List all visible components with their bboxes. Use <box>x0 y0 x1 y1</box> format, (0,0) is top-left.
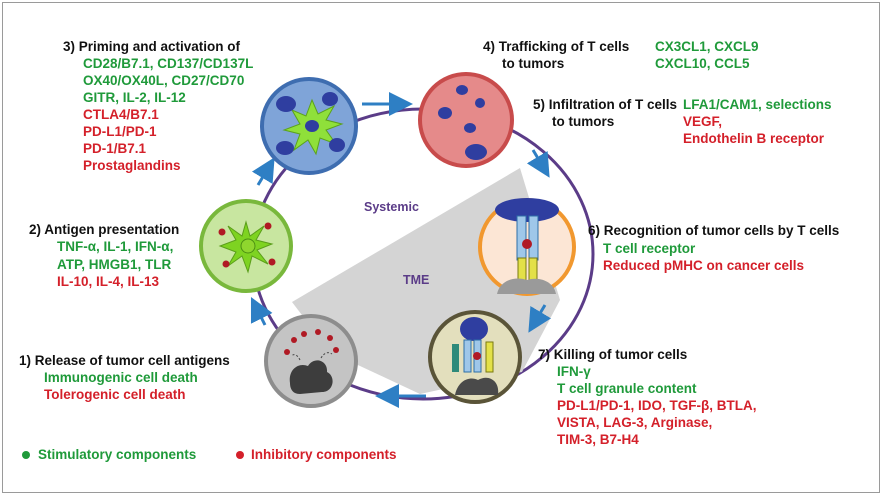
step-5-title-2: to tumors <box>552 114 615 129</box>
step-3-stim-3: GITR, IL-2, IL-12 <box>83 90 186 105</box>
arrow-1-to-2 <box>250 296 273 326</box>
circle-2-dendritic-cell <box>199 199 293 293</box>
arrow-2-to-3 <box>251 157 275 186</box>
step-4-stim-1: CX3CL1, CXCL9 <box>655 39 759 54</box>
circle-6-recognition <box>478 198 576 296</box>
step-7-stim-2: T cell granule content <box>557 381 697 396</box>
step-4-stim-2: CXCL10, CCL5 <box>655 56 750 71</box>
step-2-inhib-1: IL-10, IL-4, IL-13 <box>57 274 160 289</box>
step-3-inhib-4: Prostaglandins <box>83 158 181 173</box>
step-5-inhib-1: VEGF, <box>683 114 723 129</box>
systemic-label: Systemic <box>364 200 419 214</box>
arrow-4-to-5 <box>526 149 550 178</box>
step-3-inhib-1: CTLA4/B7.1 <box>83 107 159 122</box>
step-5-title: 5) Infiltration of T cells <box>533 97 678 112</box>
step-5-inhib-2: Endothelin B receptor <box>683 131 825 146</box>
step-6-stim-1: T cell receptor <box>603 241 696 256</box>
step-3-inhib-3: PD-1/B7.1 <box>83 141 147 156</box>
step-4-title-2: to tumors <box>502 56 565 71</box>
step-7-inhib-1: PD-L1/PD-1, IDO, TGF-β, BTLA, <box>557 398 757 413</box>
step-1-stim-1: Immunogenic cell death <box>44 370 198 385</box>
cycle-arrows <box>250 92 552 408</box>
step-7-stim-1: IFN-γ <box>557 364 591 379</box>
step-4-title: 4) Trafficking of T cells <box>483 39 630 54</box>
circle-1-tumor-release <box>264 314 358 408</box>
inhibitory-dot-icon <box>236 451 244 459</box>
arrow-6-to-7 <box>528 304 552 333</box>
stimulatory-dot-icon <box>22 451 30 459</box>
step-2-stim-1: TNF-α, IL-1, IFN-α, <box>57 239 174 254</box>
step-1-inhib-1: Tolerogenic cell death <box>44 387 186 402</box>
circle-4-vessel <box>418 72 514 168</box>
step-7-inhib-3: TIM-3, B7-H4 <box>557 432 639 447</box>
step-5-stim-1: LFA1/CAM1, selections <box>683 97 832 112</box>
tme-label: TME <box>403 273 430 287</box>
step-6-inhib-1: Reduced pMHC on cancer cells <box>603 258 805 273</box>
legend-inhibitory: Inhibitory components <box>251 447 397 462</box>
step-3-stim-1: CD28/B7.1, CD137/CD137L <box>83 56 254 71</box>
legend-stimulatory: Stimulatory components <box>38 447 197 462</box>
step-1-title: 1) Release of tumor cell antigens <box>19 353 230 368</box>
circle-3-priming <box>260 77 358 175</box>
step-3-inhib-2: PD-L1/PD-1 <box>83 124 157 139</box>
circle-7-killing <box>428 310 522 404</box>
step-3-title: 3) Priming and activation of <box>63 39 241 54</box>
step-6-title: 6) Recognition of tumor cells by T cells <box>588 223 840 238</box>
step-3-stim-2: OX40/OX40L, CD27/CD70 <box>83 73 245 88</box>
step-7-inhib-2: VISTA, LAG-3, Arginase, <box>557 415 713 430</box>
step-7-title: 7) Killing of tumor cells <box>538 347 688 362</box>
step-2-title: 2) Antigen presentation <box>29 222 180 237</box>
step-2-stim-2: ATP, HMGB1, TLR <box>57 257 172 272</box>
